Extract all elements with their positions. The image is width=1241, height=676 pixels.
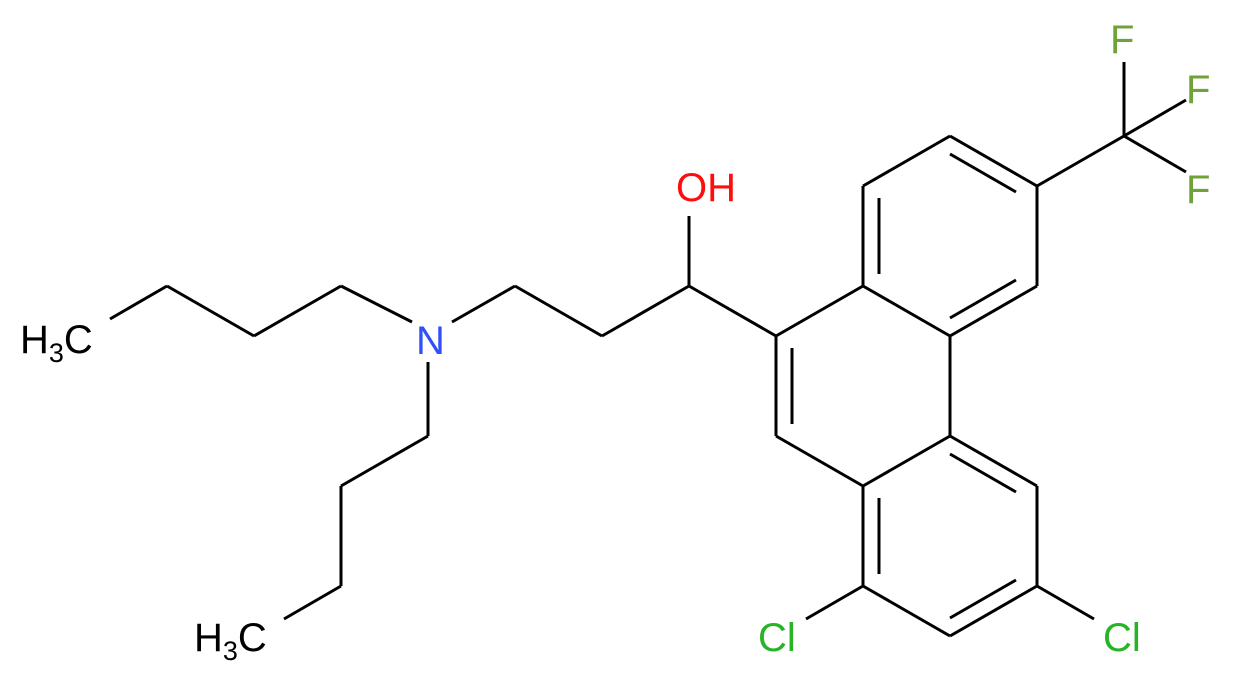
bond [949,152,1017,194]
bond [1036,584,1095,621]
fluorine-label-3: F [1186,168,1210,212]
bond [949,134,1038,188]
fluorine-label-1: F [1110,18,1134,62]
bond [949,284,1038,338]
chlorine-label-1: Cl [758,616,796,660]
bond [1123,134,1187,174]
fluorine-label-2: F [1186,68,1210,112]
bond [340,434,429,488]
methyl-label-top: H3C [20,318,93,368]
bond [949,452,1017,494]
bond [949,434,1038,488]
bond [805,584,864,621]
bond [514,284,603,338]
bond [775,284,864,338]
methyl-subscript: 3 [223,636,238,666]
methyl-h: H [194,616,223,660]
bond [1036,134,1125,188]
methyl-c: C [238,616,267,660]
side-chain [451,216,777,338]
bond [862,434,951,488]
chlorine-label-2: Cl [1103,616,1141,660]
phenanthrene-core [774,134,1039,638]
bond [949,578,1017,620]
bond [949,278,1017,320]
bond [949,584,1038,638]
methyl-c: C [64,318,93,362]
methyl-label-bottom: H3C [194,616,267,666]
bond [1123,98,1187,138]
bond [862,134,951,188]
bond [166,284,255,338]
bond [862,584,951,638]
methyl-h: H [20,318,49,362]
bond [688,284,777,338]
chloro-bonds [805,584,1095,621]
bond [862,284,951,338]
bond [451,284,516,324]
methyl-subscript: 3 [49,338,64,368]
hydroxyl-label: OH [676,166,736,210]
bond [340,284,413,324]
bond [109,284,168,321]
butyl-chain-bottom [283,362,430,621]
nitrogen-label: N [416,319,445,363]
bond [283,584,342,621]
trifluoromethyl-group [1036,62,1187,188]
bond [601,284,690,338]
butyl-chain-top [109,284,413,338]
bond [253,284,342,338]
bond [775,434,864,488]
